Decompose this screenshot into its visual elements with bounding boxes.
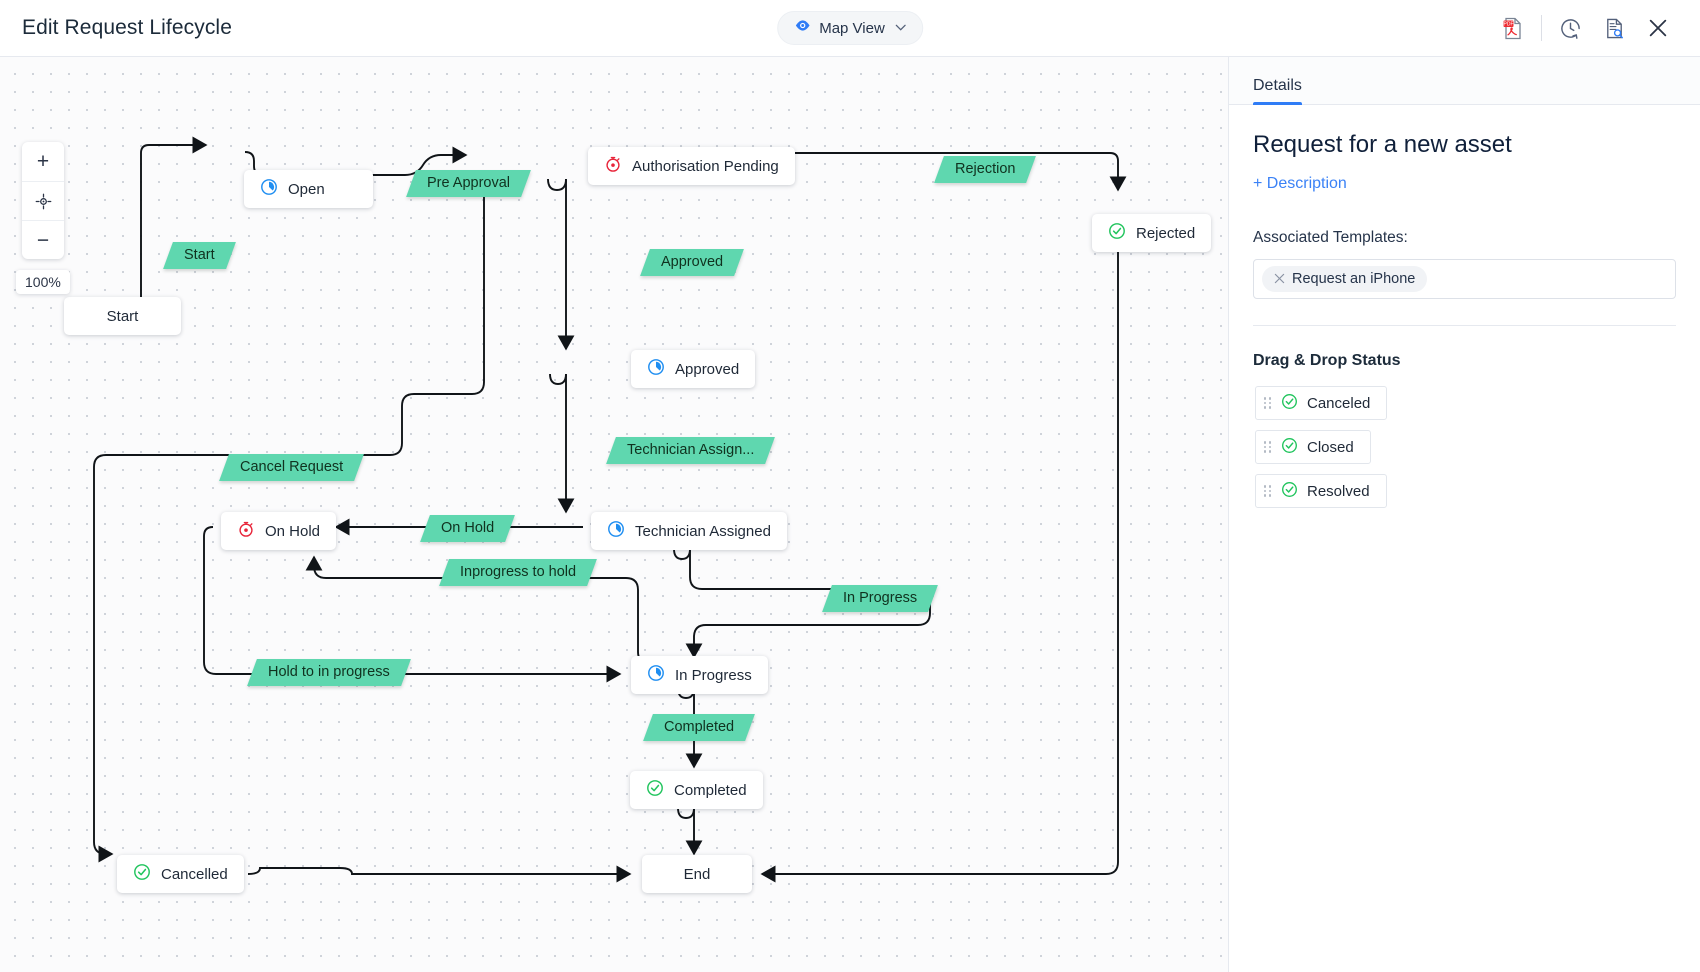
zoom-out-button[interactable]: − (22, 220, 64, 259)
node-authorisation-pending-label: Authorisation Pending (632, 157, 779, 175)
in-progress-icon (647, 358, 665, 380)
node-authorisation-pending[interactable]: Authorisation Pending (588, 147, 795, 185)
node-cancelled[interactable]: Cancelled (117, 855, 244, 893)
associated-templates-label: Associated Templates: (1253, 229, 1408, 246)
node-end[interactable]: End (642, 855, 752, 893)
map-view-label: Map View (819, 19, 885, 37)
completed-icon (1281, 481, 1298, 502)
edge-label-inprogress-to-hold[interactable]: Inprogress to hold (439, 559, 597, 586)
node-cancelled-label: Cancelled (161, 865, 228, 883)
completed-icon (1281, 437, 1298, 458)
completed-icon (1281, 393, 1298, 414)
zoom-controls: + − (22, 142, 64, 259)
completed-icon (1108, 222, 1126, 244)
completed-icon (646, 779, 664, 801)
edge-label-rejection[interactable]: Rejection (934, 156, 1037, 183)
node-in-progress-label: In Progress (675, 666, 752, 684)
panel-body: Request for a new asset + Description As… (1229, 105, 1700, 518)
stop-timer-icon (237, 520, 255, 542)
map-view-button[interactable]: Map View (777, 11, 923, 45)
add-description-link[interactable]: + Description (1253, 175, 1347, 192)
toolbar-divider (1541, 15, 1542, 41)
drag-drop-status-list: Canceled Closed Resolved (1253, 386, 1676, 518)
status-item-label: Resolved (1307, 482, 1370, 500)
chip-remove-icon[interactable] (1274, 273, 1285, 286)
node-start[interactable]: Start (64, 297, 181, 335)
node-completed[interactable]: Completed (630, 771, 763, 809)
close-icon[interactable] (1636, 6, 1680, 50)
eye-icon (794, 17, 811, 39)
node-rejected[interactable]: Rejected (1092, 214, 1212, 252)
drag-handle-icon[interactable] (1264, 397, 1272, 409)
header-toolbar: PDF (1491, 6, 1700, 50)
edge-label-start[interactable]: Start (163, 242, 236, 269)
zoom-in-button[interactable]: + (36, 150, 50, 173)
edge-label-completed[interactable]: Completed (643, 714, 756, 741)
node-start-label: Start (106, 307, 139, 325)
tab-details[interactable]: Details (1253, 77, 1302, 105)
drag-handle-icon[interactable] (1264, 485, 1272, 497)
node-approved-label: Approved (675, 360, 740, 378)
node-open-label: Open (288, 180, 325, 198)
node-completed-label: Completed (674, 781, 747, 799)
edge-label-hold-to-in-progress[interactable]: Hold to in progress (247, 659, 411, 686)
lifecycle-canvas[interactable]: + − 100% (0, 57, 1229, 972)
associated-templates-box[interactable]: Request an iPhone (1253, 259, 1676, 299)
app-header: Edit Request Lifecycle Map View (0, 0, 1700, 57)
node-open[interactable]: Open (244, 170, 373, 208)
node-on-hold-label: On Hold (265, 522, 321, 540)
edge-label-in-progress[interactable]: In Progress (822, 585, 939, 612)
completed-icon (133, 863, 151, 885)
details-panel: Details Request for a new asset + Descri… (1229, 57, 1700, 972)
node-approved[interactable]: Approved (631, 350, 756, 388)
edge-label-approved[interactable]: Approved (640, 249, 744, 276)
drag-drop-status-title: Drag & Drop Status (1253, 352, 1401, 369)
node-rejected-label: Rejected (1136, 224, 1196, 242)
node-in-progress[interactable]: In Progress (631, 656, 768, 694)
document-search-icon[interactable] (1592, 6, 1636, 50)
template-chip[interactable]: Request an iPhone (1262, 266, 1428, 292)
status-item-canceled[interactable]: Canceled (1255, 386, 1388, 420)
panel-tabs: Details (1229, 57, 1700, 105)
edge-label-pre-approval[interactable]: Pre Approval (406, 170, 531, 197)
zoom-percent-badge: 100% (16, 270, 70, 294)
stop-timer-icon (604, 155, 622, 177)
page-title: Edit Request Lifecycle (22, 16, 232, 39)
edge-label-cancel-request[interactable]: Cancel Request (219, 454, 365, 481)
in-progress-icon (647, 664, 665, 686)
in-progress-icon (260, 178, 278, 200)
in-progress-icon (607, 520, 625, 542)
panel-divider (1253, 325, 1676, 326)
export-pdf-icon[interactable]: PDF (1491, 6, 1535, 50)
status-item-label: Canceled (1307, 394, 1371, 412)
edge-label-technician-assigned[interactable]: Technician Assign... (606, 437, 776, 464)
status-item-resolved[interactable]: Resolved (1255, 474, 1387, 508)
svg-text:PDF: PDF (1504, 21, 1514, 27)
node-end-label: End (683, 865, 711, 883)
status-item-label: Closed (1307, 438, 1354, 456)
status-item-closed[interactable]: Closed (1255, 430, 1371, 464)
drag-handle-icon[interactable] (1264, 441, 1272, 453)
edge-label-on-hold[interactable]: On Hold (420, 515, 516, 542)
node-technician-assigned[interactable]: Technician Assigned (591, 512, 787, 550)
main-body: + − 100% (0, 57, 1700, 972)
node-technician-assigned-label: Technician Assigned (635, 522, 771, 540)
request-title: Request for a new asset (1253, 131, 1512, 158)
chevron-down-icon (895, 23, 906, 34)
history-icon[interactable] (1548, 6, 1592, 50)
recenter-button[interactable] (22, 181, 64, 220)
template-chip-label: Request an iPhone (1292, 271, 1416, 287)
node-on-hold[interactable]: On Hold (221, 512, 337, 550)
